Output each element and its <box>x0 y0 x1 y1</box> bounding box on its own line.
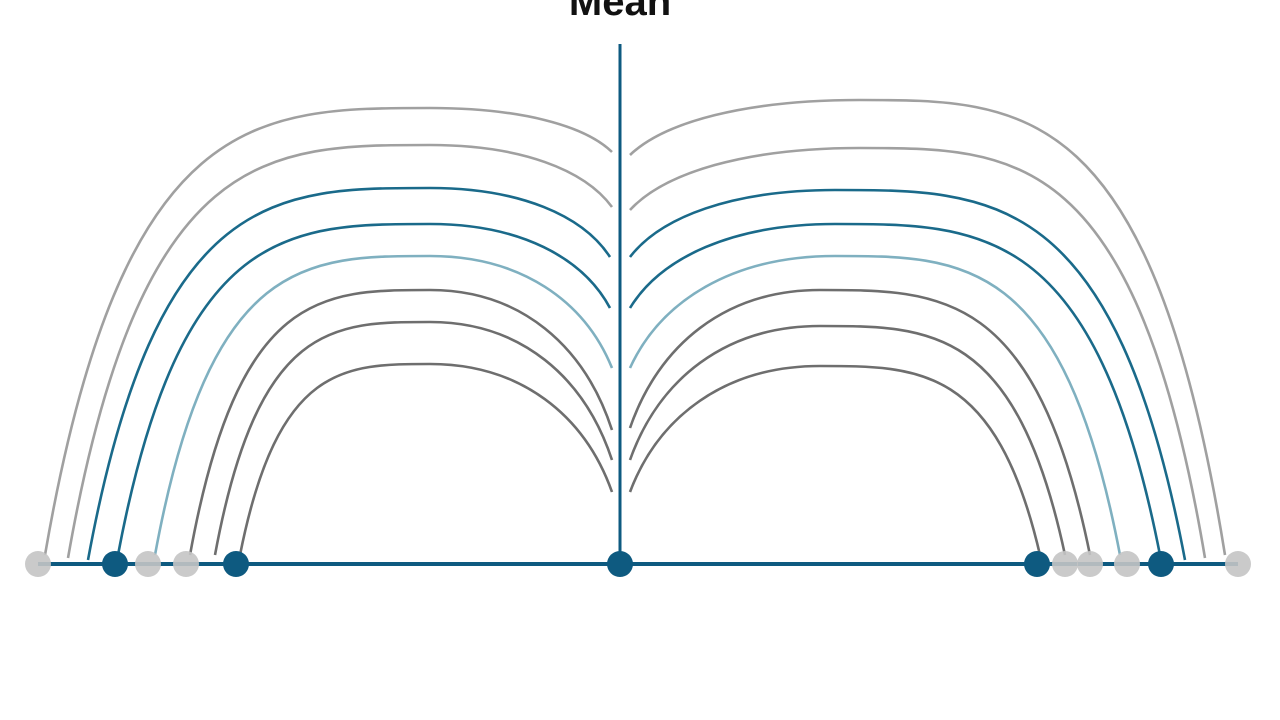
data-point-highlight <box>1148 551 1174 577</box>
left-arc <box>213 320 614 556</box>
left-arc <box>66 143 614 559</box>
right-arc <box>628 288 1092 556</box>
data-point <box>173 551 199 577</box>
data-point-highlight <box>223 551 249 577</box>
left-arc <box>153 254 614 556</box>
data-point <box>1052 551 1078 577</box>
right-arc <box>628 188 1187 561</box>
data-point-highlight <box>102 551 128 577</box>
data-point <box>1225 551 1251 577</box>
right-arc <box>628 324 1067 556</box>
right-arc <box>629 98 1227 556</box>
left-arc <box>43 106 613 556</box>
left-arc <box>86 186 612 561</box>
data-point <box>1114 551 1140 577</box>
data-point-highlight <box>607 551 633 577</box>
data-point-highlight <box>1024 551 1050 577</box>
left-arc <box>238 362 614 556</box>
diagram-title: Mean <box>568 0 672 24</box>
right-arc <box>628 254 1122 556</box>
right-arc <box>628 222 1162 556</box>
right-arc <box>628 364 1042 556</box>
data-point <box>1077 551 1103 577</box>
data-point <box>25 551 51 577</box>
data-point <box>135 551 161 577</box>
left-arc <box>188 288 614 556</box>
right-arc <box>629 146 1207 559</box>
left-arc <box>116 222 612 556</box>
